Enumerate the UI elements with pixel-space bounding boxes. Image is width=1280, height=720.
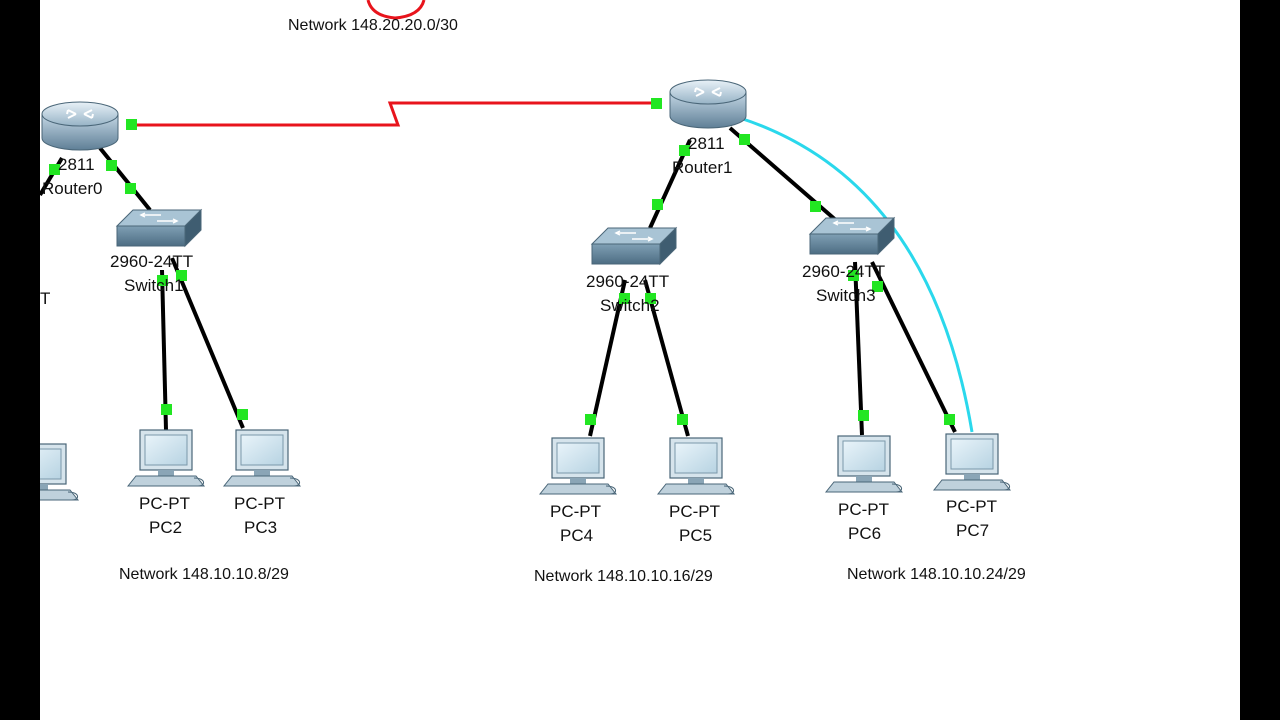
pc7-model-label: PC-PT: [946, 497, 997, 516]
pc7-icon[interactable]: [933, 433, 1011, 491]
link-switch1-pc3: [170, 257, 245, 429]
wan-cloud-edge: [366, 0, 426, 20]
link-switch1-pc2: [160, 269, 168, 431]
switch1-name-label: Switch1: [124, 276, 184, 295]
pc2-name-label: PC2: [149, 518, 183, 537]
switch3-model-label: 2960-24TT: [802, 262, 886, 281]
switch1-icon[interactable]: [116, 209, 202, 247]
link-router0-switch1: [98, 146, 152, 212]
pc6-model-label: PC-PT: [838, 500, 889, 519]
network-label-lan3: Network 148.10.10.24/29: [847, 566, 1026, 583]
offscreen-pc-icon[interactable]: [40, 443, 79, 501]
pc3-icon[interactable]: [223, 429, 301, 487]
pc4-icon[interactable]: [539, 437, 617, 495]
pc4-name-label: PC4: [560, 526, 594, 545]
pc5-name-label: PC5: [679, 526, 713, 545]
serial-link-wan[interactable]: [130, 101, 656, 127]
router1-icon[interactable]: [669, 79, 747, 129]
pc3-name-label: PC3: [244, 518, 278, 537]
pc2-icon[interactable]: [127, 429, 205, 487]
link-switch3-pc6: [853, 261, 864, 436]
router0-model-label: 2811: [58, 155, 95, 174]
wan-network-label: Network 148.20.20.0/30: [288, 17, 458, 34]
switch2-icon[interactable]: [591, 227, 677, 265]
switch3-name-label: Switch3: [816, 286, 876, 305]
pc5-model-label: PC-PT: [669, 502, 720, 521]
router0-name-label: Router0: [42, 179, 103, 198]
pc5-icon[interactable]: [657, 437, 735, 495]
switch3-icon[interactable]: [809, 217, 895, 255]
pc6-name-label: PC6: [848, 524, 882, 543]
router1-model-label: 2811: [688, 134, 725, 153]
switch1-model-label: 2960-24TT: [110, 252, 194, 271]
network-label-lan2: Network 148.10.10.16/29: [534, 568, 713, 585]
link-switch2-pc4: [588, 279, 627, 437]
router0-icon[interactable]: [41, 101, 119, 151]
switch2-name-label: Switch2: [600, 296, 660, 315]
router1-name-label: Router1: [672, 158, 733, 177]
link-switch2-pc5: [643, 279, 690, 437]
pc2-model-label: PC-PT: [139, 494, 190, 513]
pc4-model-label: PC-PT: [550, 502, 601, 521]
cut-off-label: T: [40, 289, 51, 308]
link-lights: [49, 98, 955, 425]
link-switch3-pc7: [870, 261, 957, 433]
pc6-icon[interactable]: [825, 435, 903, 493]
switch2-model-label: 2960-24TT: [586, 272, 670, 291]
network-topology-canvas[interactable]: Network 148.20.20.0/30 2811 Router0 2811…: [40, 0, 1240, 720]
pc7-name-label: PC7: [956, 521, 990, 540]
topology-svg: [40, 0, 1011, 501]
network-label-lan1: Network 148.10.10.8/29: [119, 566, 289, 583]
pc3-model-label: PC-PT: [234, 494, 285, 513]
